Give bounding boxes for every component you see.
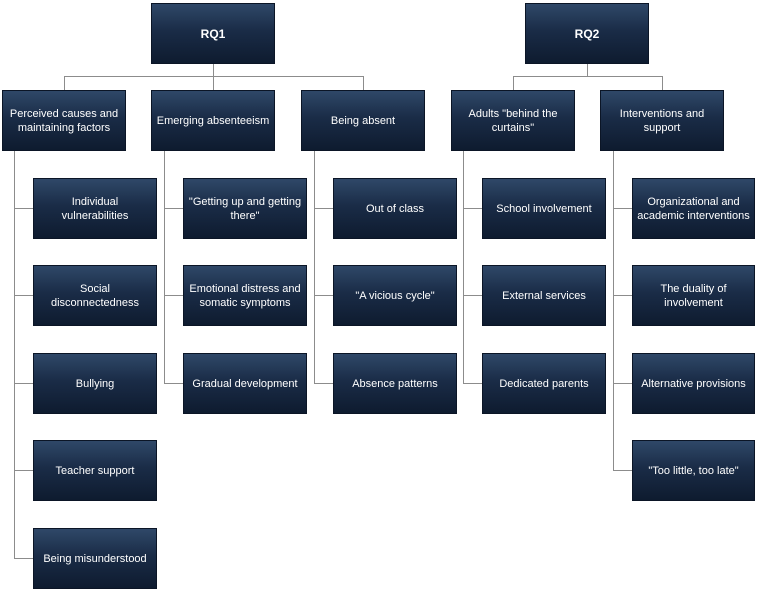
subtheme-emotional-distress: Emotional distress and somatic symptoms xyxy=(183,265,307,326)
subtheme-absence-patterns: Absence patterns xyxy=(333,353,457,414)
theme-interventions-support: Interventions and support xyxy=(600,90,724,151)
connector-line xyxy=(314,208,333,209)
subtheme-individual-vulnerabilities: Individual vulnerabilities xyxy=(33,178,157,239)
subtheme-dedicated-parents: Dedicated parents xyxy=(482,353,606,414)
subtheme-organizational-interventions: Organizational and academic intervention… xyxy=(632,178,755,239)
connector-line xyxy=(363,76,364,90)
theme-being-absent: Being absent xyxy=(301,90,425,151)
connector-line xyxy=(463,383,482,384)
connector-line xyxy=(14,383,33,384)
connector-line xyxy=(613,383,632,384)
subtheme-social-disconnectedness: Social disconnectedness xyxy=(33,265,157,326)
subtheme-external-services: External services xyxy=(482,265,606,326)
connector-line xyxy=(14,208,33,209)
connector-line xyxy=(164,295,183,296)
rq2-box: RQ2 xyxy=(525,3,649,64)
subtheme-alternative-provisions: Alternative provisions xyxy=(632,353,755,414)
connector-line xyxy=(164,383,183,384)
connector-line xyxy=(213,64,214,76)
connector-line xyxy=(613,295,632,296)
connector-line xyxy=(14,470,33,471)
connector-line xyxy=(513,76,514,90)
subtheme-out-of-class: Out of class xyxy=(333,178,457,239)
connector-line xyxy=(463,151,464,383)
subtheme-bullying: Bullying xyxy=(33,353,157,414)
subtheme-being-misunderstood: Being misunderstood xyxy=(33,528,157,589)
connector-line xyxy=(587,64,588,76)
connector-line xyxy=(463,208,482,209)
connector-line xyxy=(213,76,214,90)
connector-line xyxy=(613,208,632,209)
theme-adults-behind-curtains: Adults "behind the curtains" xyxy=(451,90,575,151)
rq1-box: RQ1 xyxy=(151,3,275,64)
connector-line xyxy=(164,208,183,209)
connector-line xyxy=(14,151,15,558)
connector-line xyxy=(613,470,632,471)
subtheme-gradual-development: Gradual development xyxy=(183,353,307,414)
connector-line xyxy=(64,76,65,90)
connector-line xyxy=(314,151,315,383)
subtheme-school-involvement: School involvement xyxy=(482,178,606,239)
connector-line xyxy=(314,383,333,384)
connector-line xyxy=(613,151,614,470)
subtheme-getting-up: "Getting up and getting there" xyxy=(183,178,307,239)
connector-line xyxy=(463,295,482,296)
theme-emerging-absenteeism: Emerging absenteeism xyxy=(151,90,275,151)
connector-line xyxy=(513,76,662,77)
connector-line xyxy=(164,151,165,383)
connector-line xyxy=(662,76,663,90)
theme-perceived-causes: Perceived causes and maintaining factors xyxy=(2,90,126,151)
subtheme-duality-of-involvement: The duality of involvement xyxy=(632,265,755,326)
connector-line xyxy=(314,295,333,296)
subtheme-too-little-too-late: "Too little, too late" xyxy=(632,440,755,501)
subtheme-teacher-support: Teacher support xyxy=(33,440,157,501)
subtheme-vicious-cycle: "A vicious cycle" xyxy=(333,265,457,326)
connector-line xyxy=(14,295,33,296)
connector-line xyxy=(14,558,33,559)
